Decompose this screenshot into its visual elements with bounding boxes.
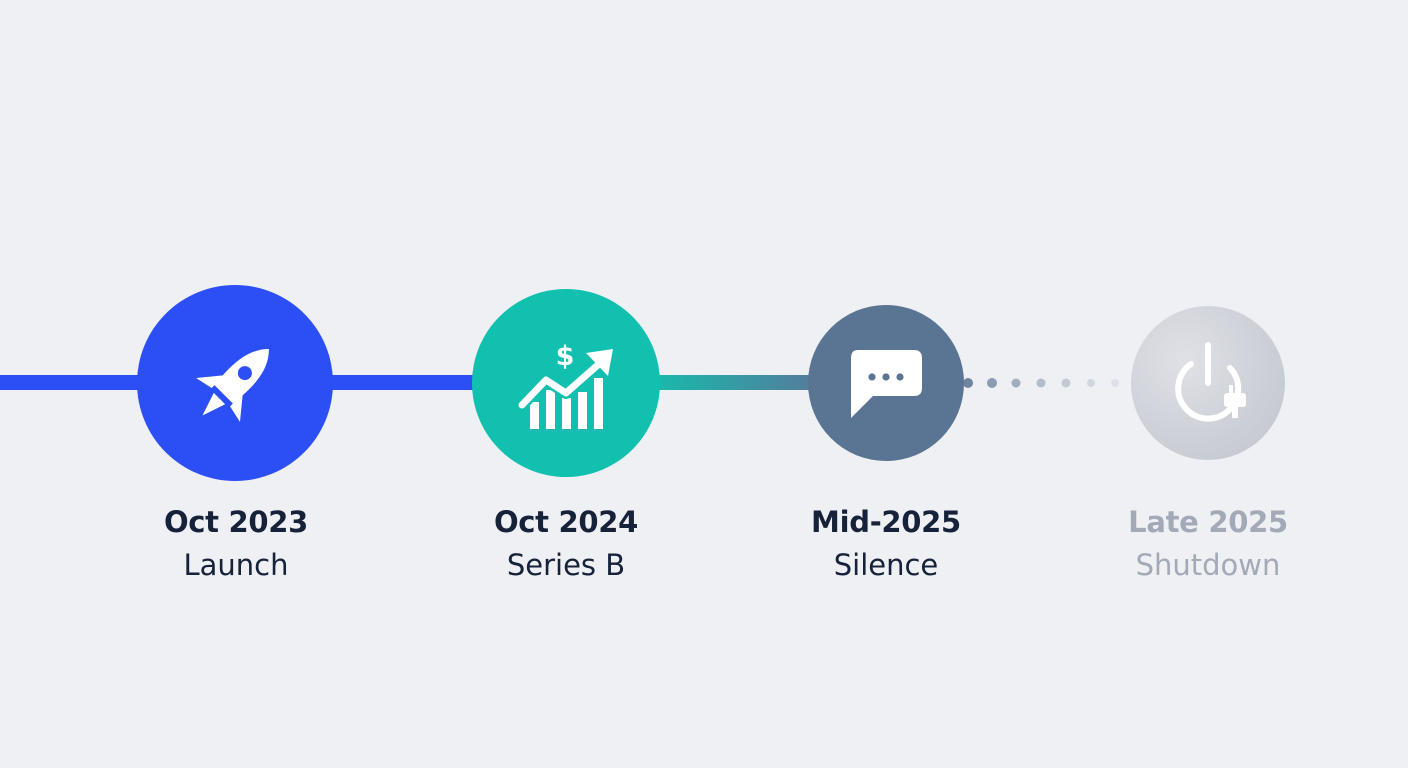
power-plug-icon xyxy=(1175,342,1246,422)
milestone-label: Series B xyxy=(506,548,626,582)
milestone-node-series-b: $ xyxy=(472,289,660,477)
milestone-date: Oct 2023 xyxy=(163,505,309,539)
milestone-launch: Oct 2023 Launch xyxy=(116,505,356,582)
milestone-series-b: Oct 2024 Series B xyxy=(446,505,686,582)
milestone-label: Launch xyxy=(183,548,289,582)
milestone-date: Late 2025 xyxy=(1128,505,1288,539)
milestone-label: Shutdown xyxy=(1135,548,1281,582)
svg-text:$: $ xyxy=(556,341,575,372)
milestone-silence: Mid-2025 Silence xyxy=(766,505,1006,582)
milestone-node-silence xyxy=(808,305,964,461)
milestone-date: Oct 2024 xyxy=(493,505,639,539)
chat-bubble-icon xyxy=(851,350,922,418)
dotted-connector-silence-shutdown xyxy=(963,378,1119,388)
connector-launch xyxy=(0,375,150,390)
milestone-label: Silence xyxy=(833,548,939,582)
connector-launch-series-b xyxy=(320,375,485,390)
milestone-node-launch xyxy=(137,285,333,481)
milestone-node-shutdown xyxy=(1131,306,1285,460)
milestone-date: Mid-2025 xyxy=(811,505,961,539)
rocket-icon xyxy=(196,349,269,422)
connector-series-b-silence xyxy=(645,375,825,390)
milestone-shutdown: Late 2025 Shutdown xyxy=(1088,505,1328,582)
growth-chart-dollar-icon: $ xyxy=(516,341,613,429)
